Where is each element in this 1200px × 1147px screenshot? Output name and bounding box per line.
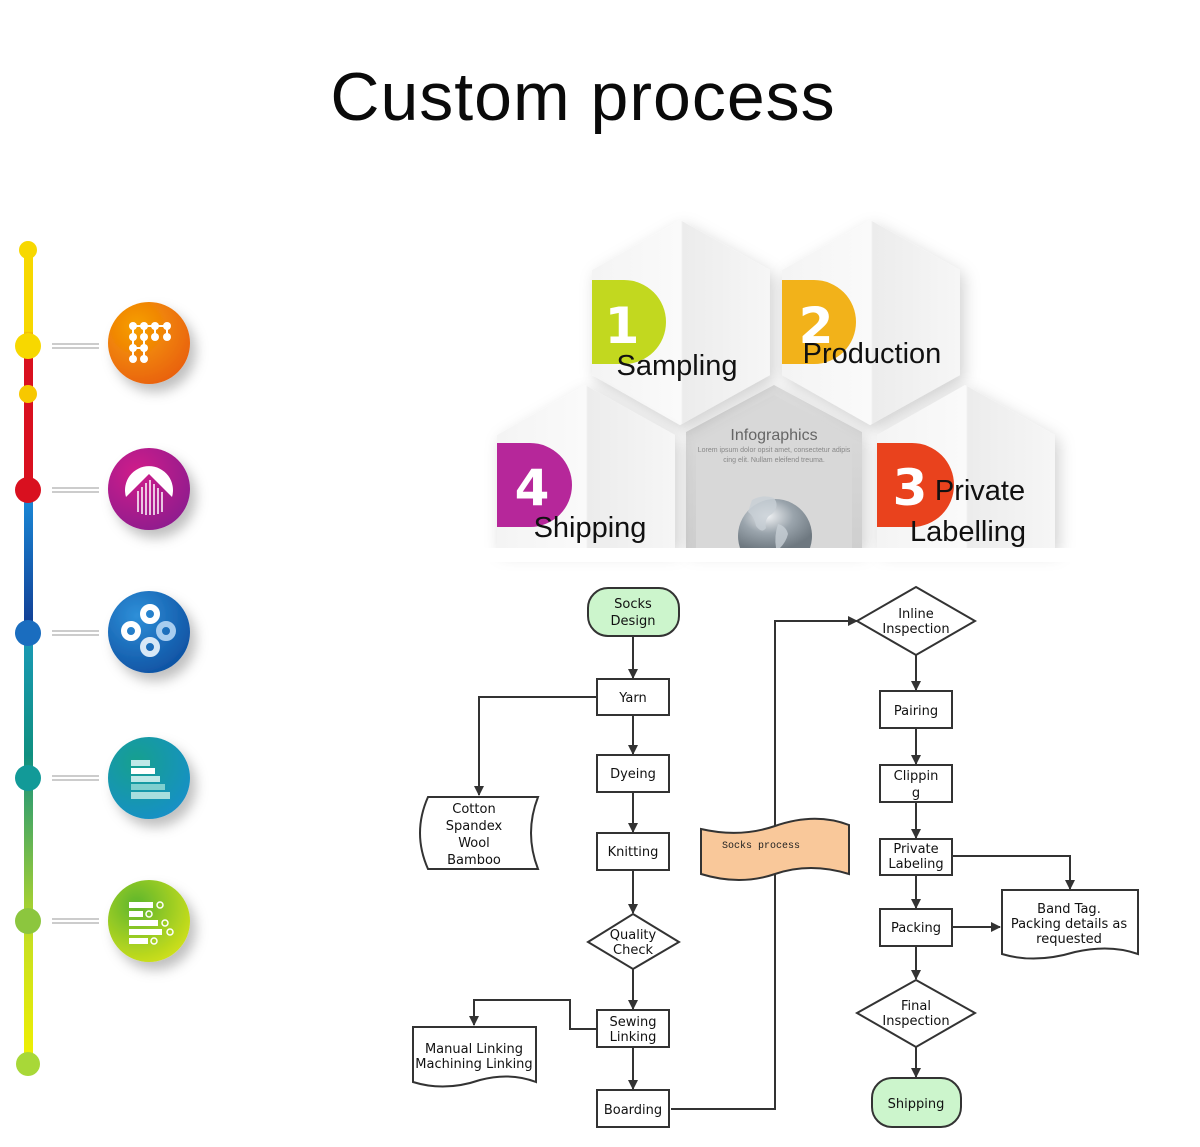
timeline-node	[15, 908, 41, 934]
node-pairing: Pairing	[879, 690, 953, 729]
node-text: Bamboo	[447, 853, 501, 868]
node-text: Socks	[614, 597, 652, 612]
node-text: Boarding	[604, 1103, 662, 1118]
node-text: Clippin	[894, 769, 939, 784]
dome-icon	[108, 448, 190, 530]
step-number: 2	[799, 297, 834, 355]
step-number: 4	[515, 459, 550, 517]
timeline-bar	[24, 250, 33, 1065]
infographics-text: Lorem ipsum dolor opsit amet, consectetu…	[698, 447, 851, 454]
node-text: Design	[611, 614, 656, 629]
node-text: Wool	[458, 836, 490, 851]
node-text: Packing details as	[1011, 917, 1128, 932]
rings-icon	[108, 591, 190, 673]
step-label: Sampling	[617, 350, 738, 382]
infographics-title: Infographics	[730, 427, 817, 444]
node-text: Final	[901, 999, 931, 1014]
node-text: Packing	[891, 921, 941, 936]
timeline-node	[19, 241, 37, 259]
node-dyeing: Dyeing	[596, 754, 670, 793]
node-text: Linking	[610, 1030, 657, 1045]
node-text: Yarn	[618, 691, 646, 706]
timeline-node	[15, 765, 41, 791]
step-label: Private	[935, 475, 1025, 507]
node-socks-design: Socks Design	[587, 587, 680, 637]
node-text: g	[912, 786, 920, 801]
node-yarn: Yarn	[596, 678, 670, 716]
node-linking-types: Manual Linking Machining Linking	[412, 1026, 537, 1088]
hexagon-infographic: Infographics Lorem ipsum dolor opsit ame…	[480, 220, 1120, 562]
flow-connectors	[469, 616, 1075, 1110]
node-text: Inspection	[882, 1014, 949, 1029]
node-clipping: Clippin g	[879, 764, 953, 803]
node-text: Labeling	[888, 857, 943, 872]
hex-center: Infographics Lorem ipsum dolor opsit ame…	[686, 385, 862, 548]
timeline-connector	[52, 918, 99, 924]
node-text: Machining Linking	[415, 1057, 532, 1072]
hex-step-3: 3 Private Labelling	[877, 385, 1055, 548]
node-text: Shipping	[888, 1097, 945, 1112]
bar-matrix-icon	[108, 880, 190, 962]
staircase-icon	[108, 737, 190, 819]
timeline-node	[15, 620, 41, 646]
step-label: Shipping	[534, 512, 647, 544]
infographics-text: cing elit. Nullam eleifend treuma.	[723, 457, 825, 464]
dot-grid-icon	[108, 302, 190, 384]
step-number: 1	[605, 297, 640, 355]
node-text: Inline	[898, 607, 934, 622]
node-packing: Packing	[879, 908, 953, 947]
timeline-connector	[52, 487, 99, 493]
node-boarding: Boarding	[596, 1089, 670, 1128]
node-text: Dyeing	[610, 767, 656, 782]
node-band-tag: Band Tag. Packing details as requested	[1001, 889, 1139, 960]
node-text: Socks process	[722, 840, 800, 852]
timeline-connector	[52, 775, 99, 781]
node-text: Inspection	[882, 622, 949, 637]
node-materials: Cotton Spandex Wool Bamboo	[419, 796, 540, 870]
timeline-node	[19, 385, 37, 403]
node-sewing-linking: Sewing Linking	[596, 1009, 670, 1048]
page-title: Custom process	[330, 59, 836, 135]
timeline-node	[16, 1052, 40, 1076]
node-text: Manual Linking	[425, 1042, 523, 1057]
node-text: Sewing	[610, 1015, 657, 1030]
step-label: Labelling	[910, 516, 1026, 548]
node-inline-inspection: Inline Inspection	[854, 585, 978, 657]
node-text: Check	[613, 943, 653, 958]
node-text: Band Tag.	[1037, 902, 1101, 917]
timeline	[15, 241, 190, 1076]
timeline-node	[15, 333, 41, 359]
node-text: Private	[893, 842, 938, 857]
node-knitting: Knitting	[596, 832, 670, 871]
node-quality-check: Quality Check	[586, 912, 681, 971]
flowchart: Socks Design Yarn Cotton Spandex Wool Ba…	[412, 585, 1139, 1128]
timeline-connector	[52, 343, 99, 349]
node-final-inspection: Final Inspection	[854, 978, 978, 1049]
hex-step-1: 1 Sampling	[592, 220, 770, 425]
node-text: Knitting	[608, 845, 659, 860]
timeline-connector	[52, 630, 99, 636]
step-label: Production	[803, 338, 942, 370]
hex-step-4: 4 Shipping	[497, 385, 675, 548]
node-text: Cotton	[452, 802, 495, 817]
node-text: Quality	[610, 928, 657, 943]
globe-icon	[738, 496, 813, 548]
node-text: Pairing	[894, 704, 938, 719]
node-socks-process: Socks process	[700, 817, 850, 881]
node-text: requested	[1036, 932, 1102, 947]
node-text: Spandex	[446, 819, 503, 834]
node-private-labeling: Private Labeling	[879, 838, 953, 876]
timeline-node	[15, 477, 41, 503]
hex-step-2: 2 Production	[782, 220, 960, 425]
step-number: 3	[893, 459, 928, 517]
node-shipping: Shipping	[871, 1077, 962, 1128]
